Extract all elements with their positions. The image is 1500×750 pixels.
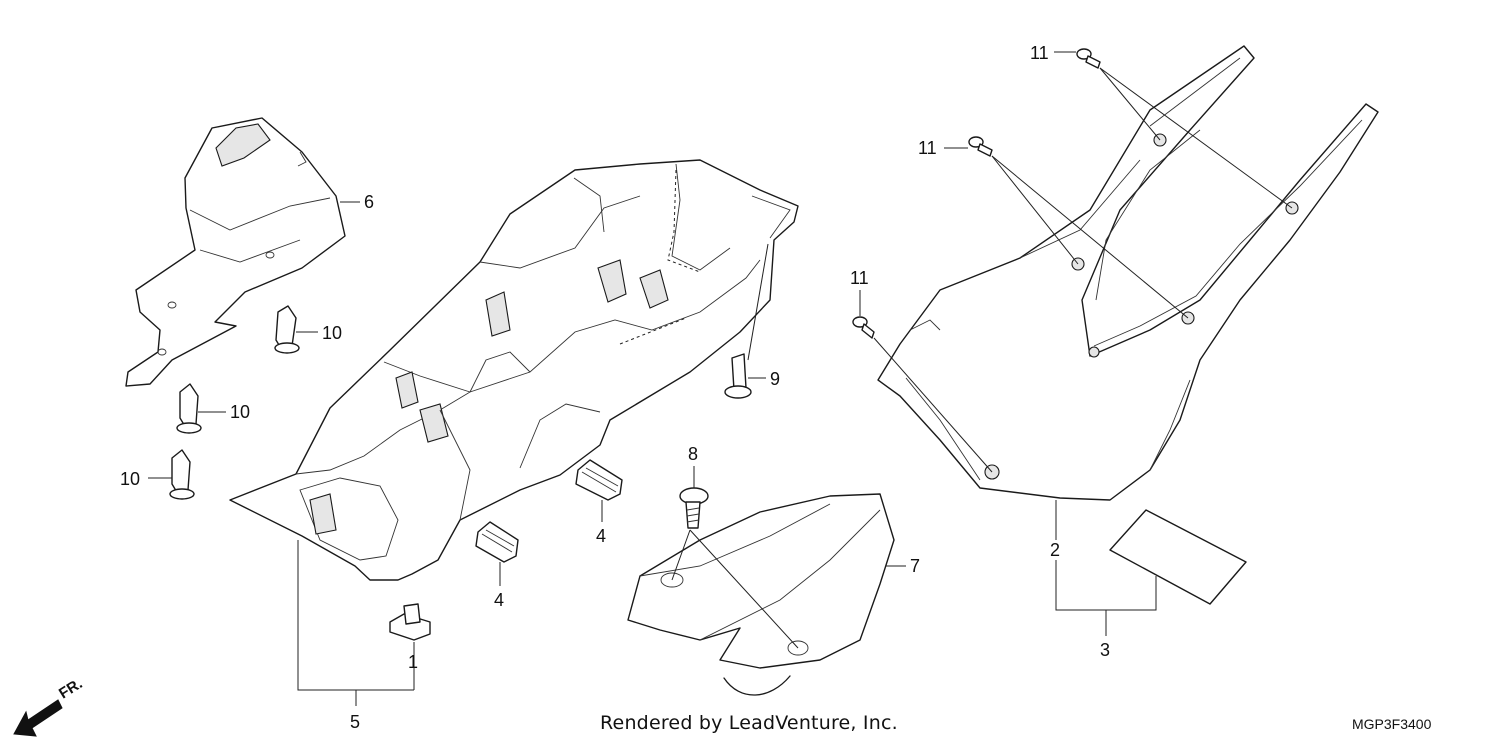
rear-hugger-part — [627, 493, 895, 696]
clip-10-upper — [274, 305, 300, 354]
callout-labels: 11 11 11 6 10 10 10 9 8 7 4 4 1 5 2 3 — [120, 43, 1110, 732]
callout-9: 9 — [770, 369, 780, 389]
clip-10-lower — [169, 449, 195, 500]
callout-10-middle: 10 — [230, 402, 250, 422]
callout-11-lower: 11 — [850, 268, 869, 288]
bolt-9 — [724, 353, 752, 399]
callout-4-right: 4 — [596, 526, 606, 546]
callout-11-middle: 11 — [918, 138, 937, 158]
rubber-pad-4b — [575, 459, 623, 501]
bolt-8 — [679, 487, 709, 529]
callout-4-left: 4 — [494, 590, 504, 610]
screw-11-middle — [968, 136, 993, 157]
callout-5: 5 — [350, 712, 360, 732]
nut-part — [389, 603, 431, 641]
callout-11-top: 11 — [1030, 43, 1049, 63]
leader-lines — [148, 51, 1293, 706]
callout-2: 2 — [1050, 540, 1060, 560]
callout-1: 1 — [408, 652, 418, 672]
callout-3: 3 — [1100, 640, 1110, 660]
rear-fender-part — [229, 159, 799, 581]
callout-8: 8 — [688, 444, 698, 464]
arrow-down-left-icon — [13, 699, 63, 737]
screw-11-top — [1076, 48, 1101, 69]
render-credit: Rendered by LeadVenture, Inc. — [600, 712, 898, 734]
rear-cowl-part — [877, 45, 1379, 501]
callout-6: 6 — [364, 192, 374, 212]
callout-10-lower: 10 — [120, 469, 140, 489]
callout-7: 7 — [910, 556, 920, 576]
rubber-pad-4a — [475, 521, 519, 563]
diagram-code: MGP3F3400 — [1352, 716, 1432, 732]
inner-cover-part — [125, 117, 346, 387]
clip-10-middle — [176, 383, 202, 434]
decal-part — [1109, 509, 1247, 605]
screw-11-lower — [852, 316, 875, 339]
callout-10-upper: 10 — [322, 323, 342, 343]
